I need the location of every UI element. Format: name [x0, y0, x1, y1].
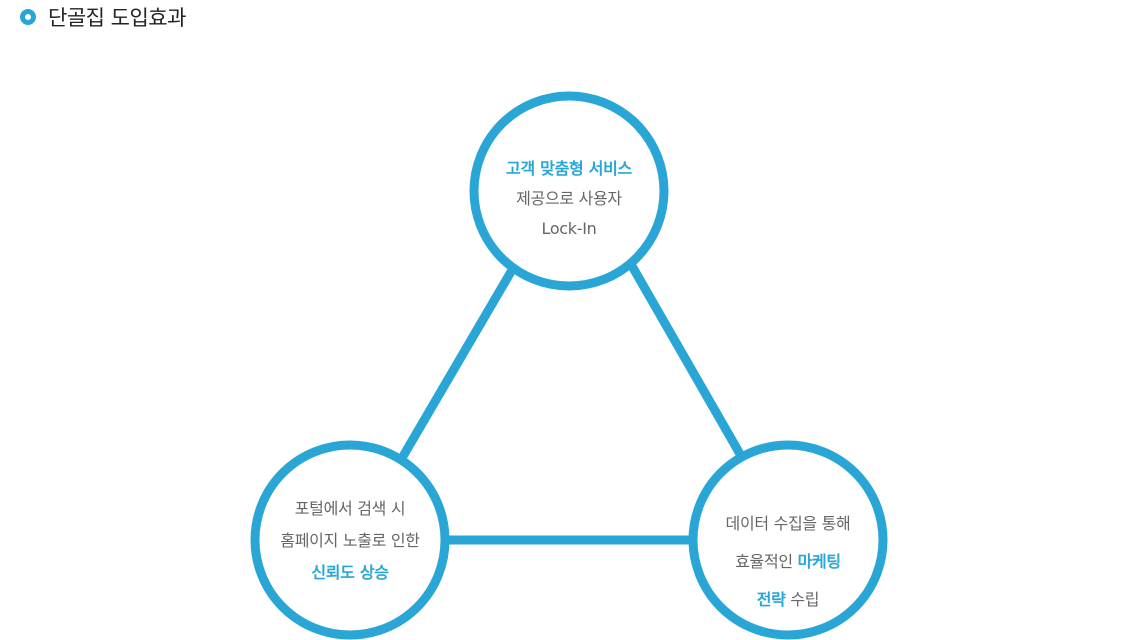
node-left-line1: 포털에서 검색 시: [294, 499, 406, 518]
node-circle-top: [469, 91, 669, 291]
edge-top-left: [398, 267, 516, 461]
node-left-line2: 홈페이지 노출로 인한: [280, 531, 420, 550]
node-circle-right: [688, 440, 888, 640]
node-text-right: 데이터 수집을 통해 효율적인 마케팅 전략 수립: [678, 505, 898, 619]
node-right-line1: 데이터 수집을 통해: [725, 514, 851, 533]
node-right-line3a: 전략: [756, 590, 786, 609]
node-right-line3b: 수립: [785, 590, 820, 609]
node-right-line2a: 효율적인: [735, 552, 798, 571]
node-right-line3: 전략 수립: [678, 581, 898, 619]
ring-bullet-icon: [20, 9, 36, 25]
node-top-line1: 고객 맞춤형 서비스: [506, 159, 632, 178]
node-left-line3: 신뢰도 상승: [311, 563, 389, 582]
section-title: 단골집 도입효과: [48, 6, 186, 30]
node-text-top: 고객 맞춤형 서비스 제공으로 사용자 Lock-In: [469, 154, 669, 244]
section-header: 단골집 도입효과: [20, 4, 186, 30]
node-right-line2b: 마케팅: [797, 552, 842, 571]
node-text-left: 포털에서 검색 시 홈페이지 노출로 인한 신뢰도 상승: [240, 493, 460, 589]
edge-top-right: [628, 263, 744, 457]
node-right-line2: 효율적인 마케팅: [678, 543, 898, 581]
node-top-line2: 제공으로 사용자: [516, 189, 622, 208]
node-circle-left: [250, 440, 450, 640]
node-top-line3: Lock-In: [541, 219, 597, 238]
